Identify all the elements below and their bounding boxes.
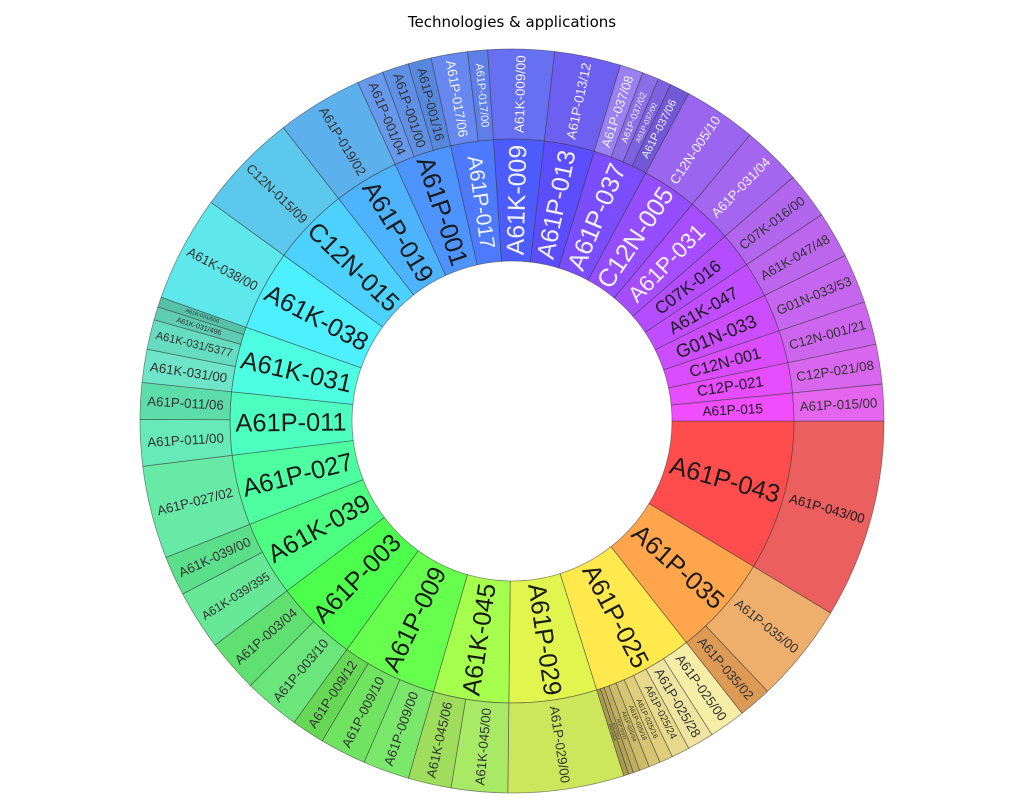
outer-label-a61p-025-22: A61P-025/22: [616, 718, 627, 740]
outer-label-a61p-015-00: A61P-015/00: [799, 395, 877, 414]
outer-label-a61k-045-00: A61K-045/00: [472, 707, 494, 786]
inner-label-a61p-015: A61P-015: [702, 401, 763, 419]
outer-label-a61p-025-14: A61P-025/14: [612, 722, 621, 740]
outer-label-a61p-011-00: A61P-011/00: [147, 430, 224, 449]
outer-label-a61k-009-00: A61K-009/00: [512, 55, 529, 133]
inner-label-a61p-011: A61P-011: [235, 408, 346, 437]
chart-title: Technologies & applications: [407, 13, 617, 31]
outer-label-a61p-017-00: A61P-017/00: [473, 63, 491, 128]
outer-label-a61p-011-06: A61P-011/06: [147, 394, 224, 413]
outer-ring: [139, 48, 885, 794]
inner-label-a61k-009: A61K-009: [503, 145, 533, 256]
inner-ring: [229, 138, 795, 704]
outer-label-a61p-025-20: A61P-025/20: [608, 723, 617, 741]
outer-segment-a61p-015-00[interactable]: [792, 383, 885, 422]
